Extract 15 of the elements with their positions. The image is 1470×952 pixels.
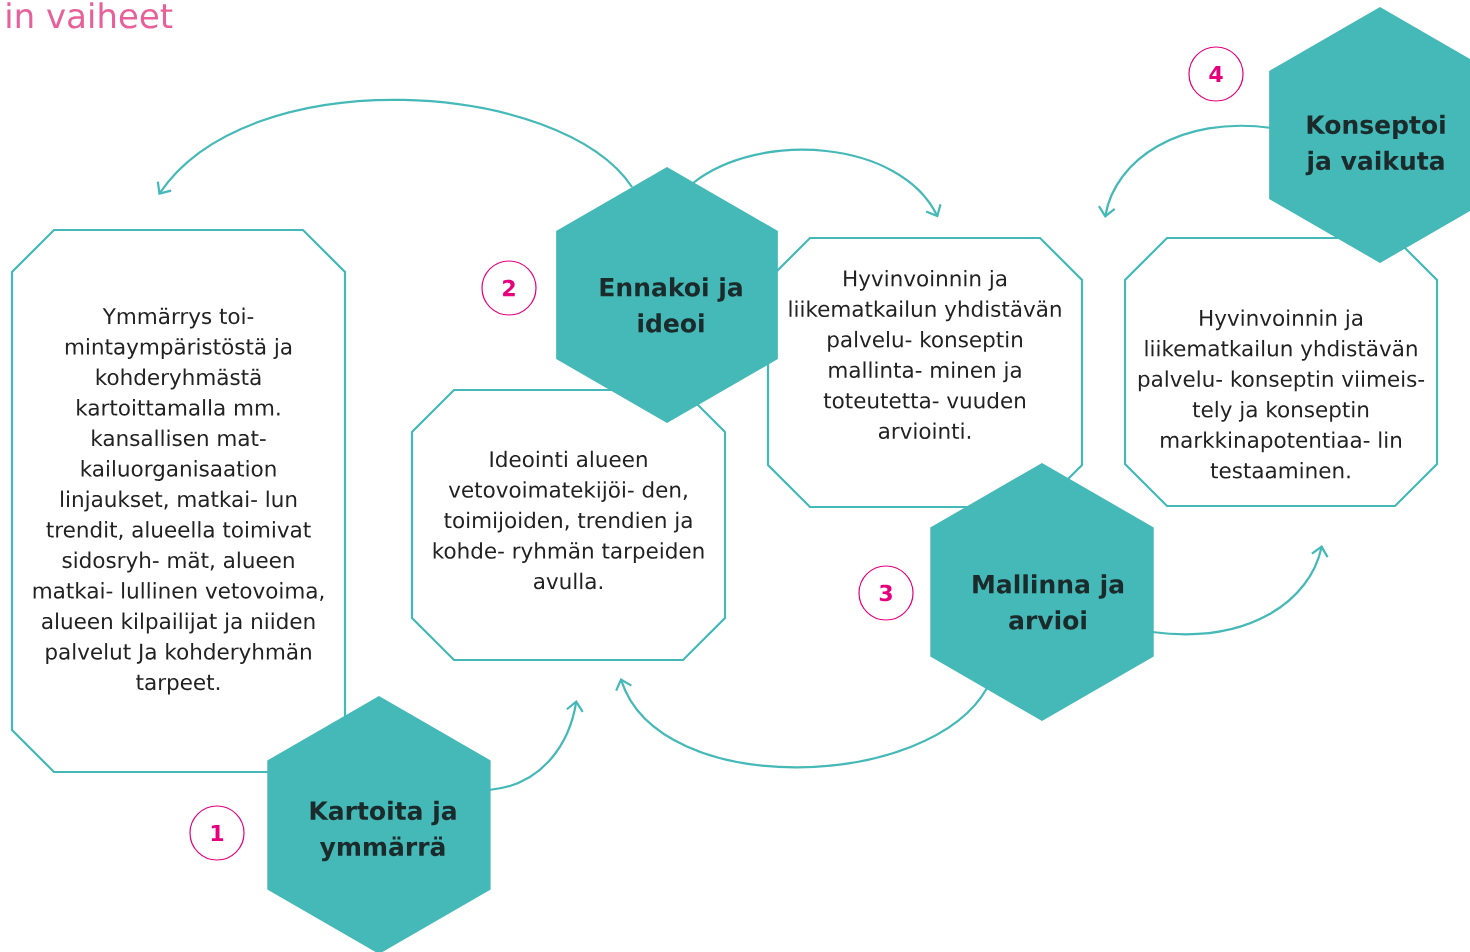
step-hexagon: Konseptoi ja vaikuta — [1269, 7, 1470, 263]
arrow — [1151, 545, 1329, 636]
arrow — [1098, 124, 1273, 218]
text-box: Hyvinvoinnin ja liikematkailun yhdistävän palvelu- konseptin mallinta- minen ja toteutetta- vuuden arviointi. — [766, 236, 1084, 509]
text-box: Ideointi alueen vetovoimatekijöi- den, toimijoiden, trendien ja kohde- ryhmän tarpeiden avulla. — [410, 388, 727, 662]
arrow — [488, 700, 584, 792]
step-hexagon: Ennakoi ja ideoi — [556, 167, 778, 423]
arrow — [615, 678, 988, 769]
title: in vaiheet — [7, 2, 173, 29]
arrow — [156, 98, 633, 195]
arrow — [692, 148, 942, 218]
step-hexagon: Mallinna ja arvioi — [930, 463, 1154, 721]
text-box: Hyvinvoinnin ja liikematkailun yhdistävän palvelu- konseptin viimeis- tely ja konseptin markkinapotentiaa- lin testaaminen. — [1123, 236, 1439, 508]
text-box: Ymmärrys toi- mintaympäristöstä ja kohderyhmästä kartoittamalla mm. kansallisen mat- kailuorganisaation linjaukset, matkai- lun trendit, alueella toimivat sidosryh- mät, alueen matkai- lullinen vetovoima, alueen kilpailijat ja niiden palvelut Ja kohderyhmän tarpeet. — [10, 228, 347, 774]
step-hexagon: Kartoita ja ymmärrä — [267, 696, 491, 952]
